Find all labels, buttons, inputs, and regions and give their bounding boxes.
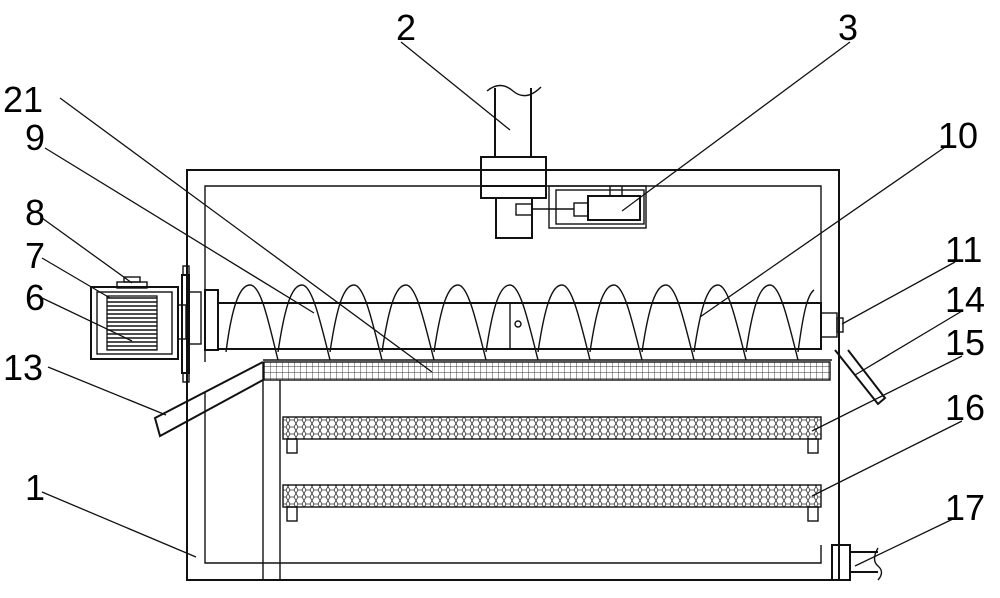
label-2: 2 [396, 7, 416, 48]
discharge-chute [153, 361, 264, 438]
label-10: 10 [938, 115, 978, 156]
label-1: 1 [25, 467, 45, 508]
screw-conveyor [217, 284, 844, 361]
label-21: 21 [3, 79, 43, 120]
screw-flight [225, 284, 815, 361]
leader-lines [41, 41, 963, 567]
label-3: 3 [838, 7, 858, 48]
part-labels: 2 3 21 9 10 8 7 6 11 13 14 15 16 1 17 [3, 7, 985, 528]
label-11: 11 [945, 229, 982, 270]
top-screen [263, 361, 831, 381]
label-7: 7 [25, 235, 45, 276]
filter-screen-upper [282, 416, 822, 440]
label-17: 17 [945, 487, 985, 528]
label-6: 6 [25, 277, 45, 318]
outlet-chute [834, 349, 887, 406]
label-8: 8 [25, 192, 45, 233]
motor [90, 265, 219, 383]
filter-screen-lower [282, 484, 822, 508]
label-9: 9 [25, 117, 45, 158]
feed-pipe [480, 84, 547, 239]
valve-actuator [515, 185, 647, 229]
housing [186, 169, 840, 581]
label-15: 15 [945, 322, 985, 363]
label-16: 16 [945, 387, 985, 428]
label-13: 13 [3, 347, 43, 388]
label-14: 14 [945, 279, 985, 320]
drain-pipe [831, 544, 883, 581]
